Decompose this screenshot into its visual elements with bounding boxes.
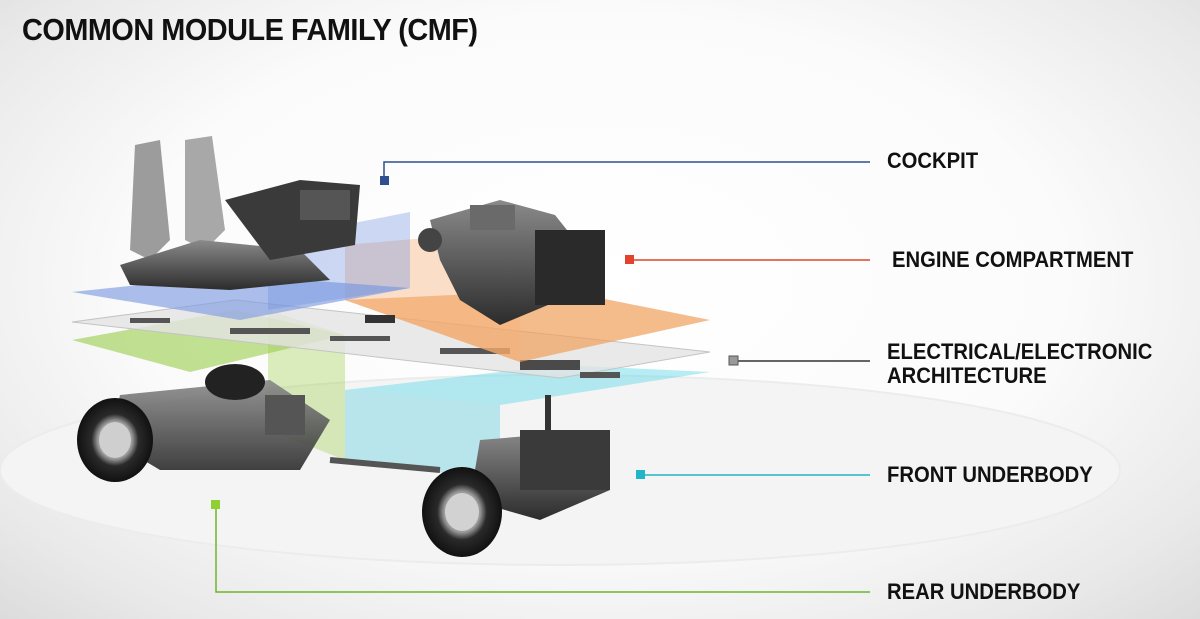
label-rear-underbody: REAR UNDERBODY — [887, 579, 1081, 604]
engine-compartment-module — [345, 200, 710, 362]
rear-right-wheel — [205, 364, 265, 400]
front-underbody-marker — [636, 470, 645, 479]
label-electrical-line-1: ELECTRICAL/ELECTRONIC — [887, 339, 1153, 364]
cockpit-module — [72, 136, 410, 320]
electrical-marker — [728, 355, 739, 366]
cockpit-leader — [383, 161, 870, 181]
label-cockpit: COCKPIT — [887, 148, 979, 173]
cockpit-marker — [380, 176, 389, 185]
label-front-underbody: FRONT UNDERBODY — [887, 462, 1093, 487]
electrical-architecture-module — [71, 299, 711, 379]
leader-lines — [211, 161, 870, 593]
page-title: COMMON MODULE FAMILY (CMF) — [22, 12, 478, 47]
label-engine-compartment: ENGINE COMPARTMENT — [892, 247, 1134, 272]
rear-underbody-leader — [215, 505, 870, 593]
engine-marker — [625, 255, 634, 264]
rear-underbody-marker — [211, 500, 220, 509]
label-electrical-line-2: ARCHITECTURE — [887, 363, 1047, 388]
front-underbody-module — [329, 365, 710, 557]
